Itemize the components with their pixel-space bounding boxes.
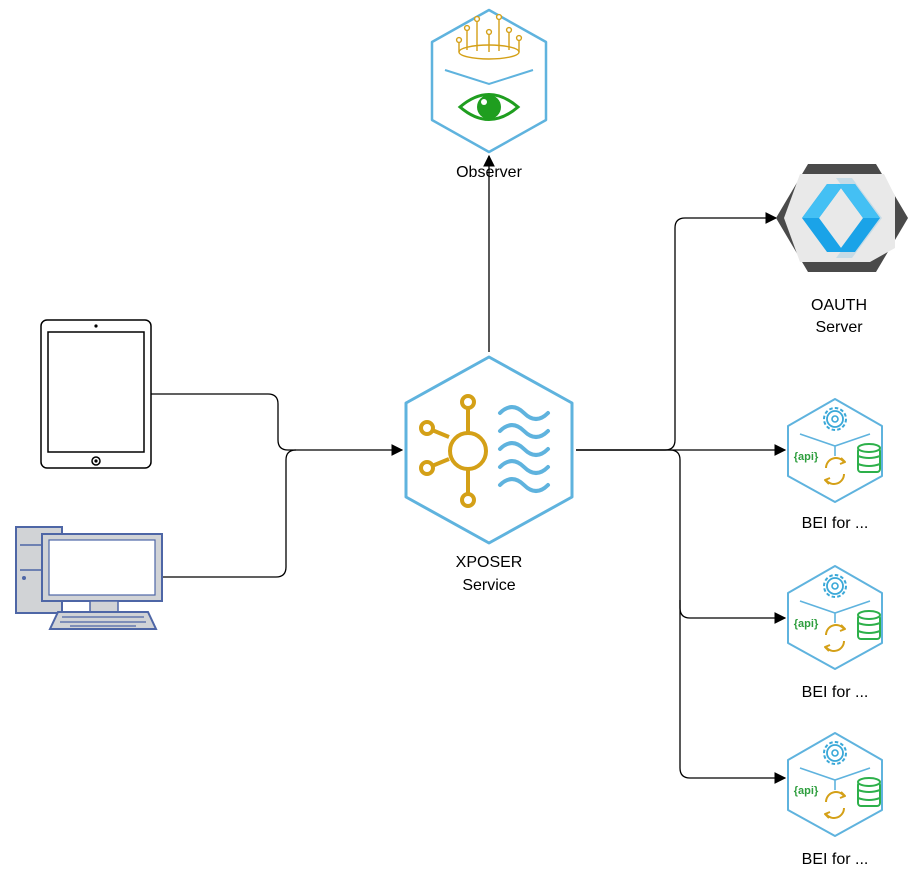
tablet-camera: [94, 324, 98, 328]
connector-xposer-to-bei-2[interactable]: [576, 449, 787, 624]
api-badge-icon: {api}: [794, 785, 819, 797]
desktop-computer[interactable]: [15, 526, 163, 630]
observer-node[interactable]: Observer: [430, 8, 548, 181]
database-icon: [857, 610, 881, 640]
hub-icon: [419, 394, 488, 508]
desktop-screen: [48, 539, 156, 596]
xposer-label-line2: Service: [462, 577, 515, 594]
tablet-device[interactable]: [40, 319, 152, 469]
oauth-label-line1: OAUTH: [811, 297, 867, 314]
gear-icon: [823, 407, 847, 431]
bei-icon: {api}: [787, 732, 883, 837]
tablet-screen: [47, 331, 145, 453]
connector-tablet-to-xposer[interactable]: [151, 393, 404, 456]
sync-icon: [824, 457, 846, 485]
bei-node-1[interactable]: {api} BEI for ...: [787, 398, 883, 532]
observer-label: Observer: [456, 164, 522, 181]
xposer-hexagon: [404, 355, 574, 545]
gear-icon: [823, 741, 847, 765]
bei-node-2[interactable]: {api} BEI for ...: [787, 565, 883, 701]
bei-label: BEI for ...: [802, 851, 869, 868]
connector-xposer-to-bei-3[interactable]: [679, 600, 787, 784]
desktop-stand: [89, 600, 119, 613]
observer-divider: [444, 69, 534, 86]
database-icon: [857, 777, 881, 807]
api-badge-icon: {api}: [794, 451, 819, 463]
bei-icon: {api}: [787, 565, 883, 670]
api-badge-icon: {api}: [794, 618, 819, 630]
desktop-keyboard: [48, 611, 158, 630]
oauth-label-line2: Server: [815, 319, 863, 336]
crown-icon: [455, 13, 523, 60]
eye-icon: [457, 93, 521, 121]
connector-xposer-to-oauth[interactable]: [576, 212, 778, 451]
chevron-right-icon: [838, 184, 880, 252]
bei-label: BEI for ...: [802, 515, 869, 532]
connectors: [151, 154, 787, 784]
xposer-node[interactable]: XPOSER Service: [404, 355, 574, 594]
bei-label: BEI for ...: [802, 684, 869, 701]
gear-icon: [823, 574, 847, 598]
bei-icon: {api}: [787, 398, 883, 503]
chevron-left-icon: [802, 184, 844, 252]
database-icon: [857, 443, 881, 473]
bei-node-3[interactable]: {api} BEI for ...: [787, 732, 883, 868]
stream-waves-icon: [498, 405, 550, 493]
sync-icon: [824, 791, 846, 819]
sync-icon: [824, 624, 846, 652]
connector-desktop-to-xposer[interactable]: [162, 449, 297, 578]
xposer-label-line1: XPOSER: [456, 554, 523, 571]
observer-hexagon: [430, 8, 548, 154]
oauth-node[interactable]: OAUTH Server: [776, 164, 908, 336]
